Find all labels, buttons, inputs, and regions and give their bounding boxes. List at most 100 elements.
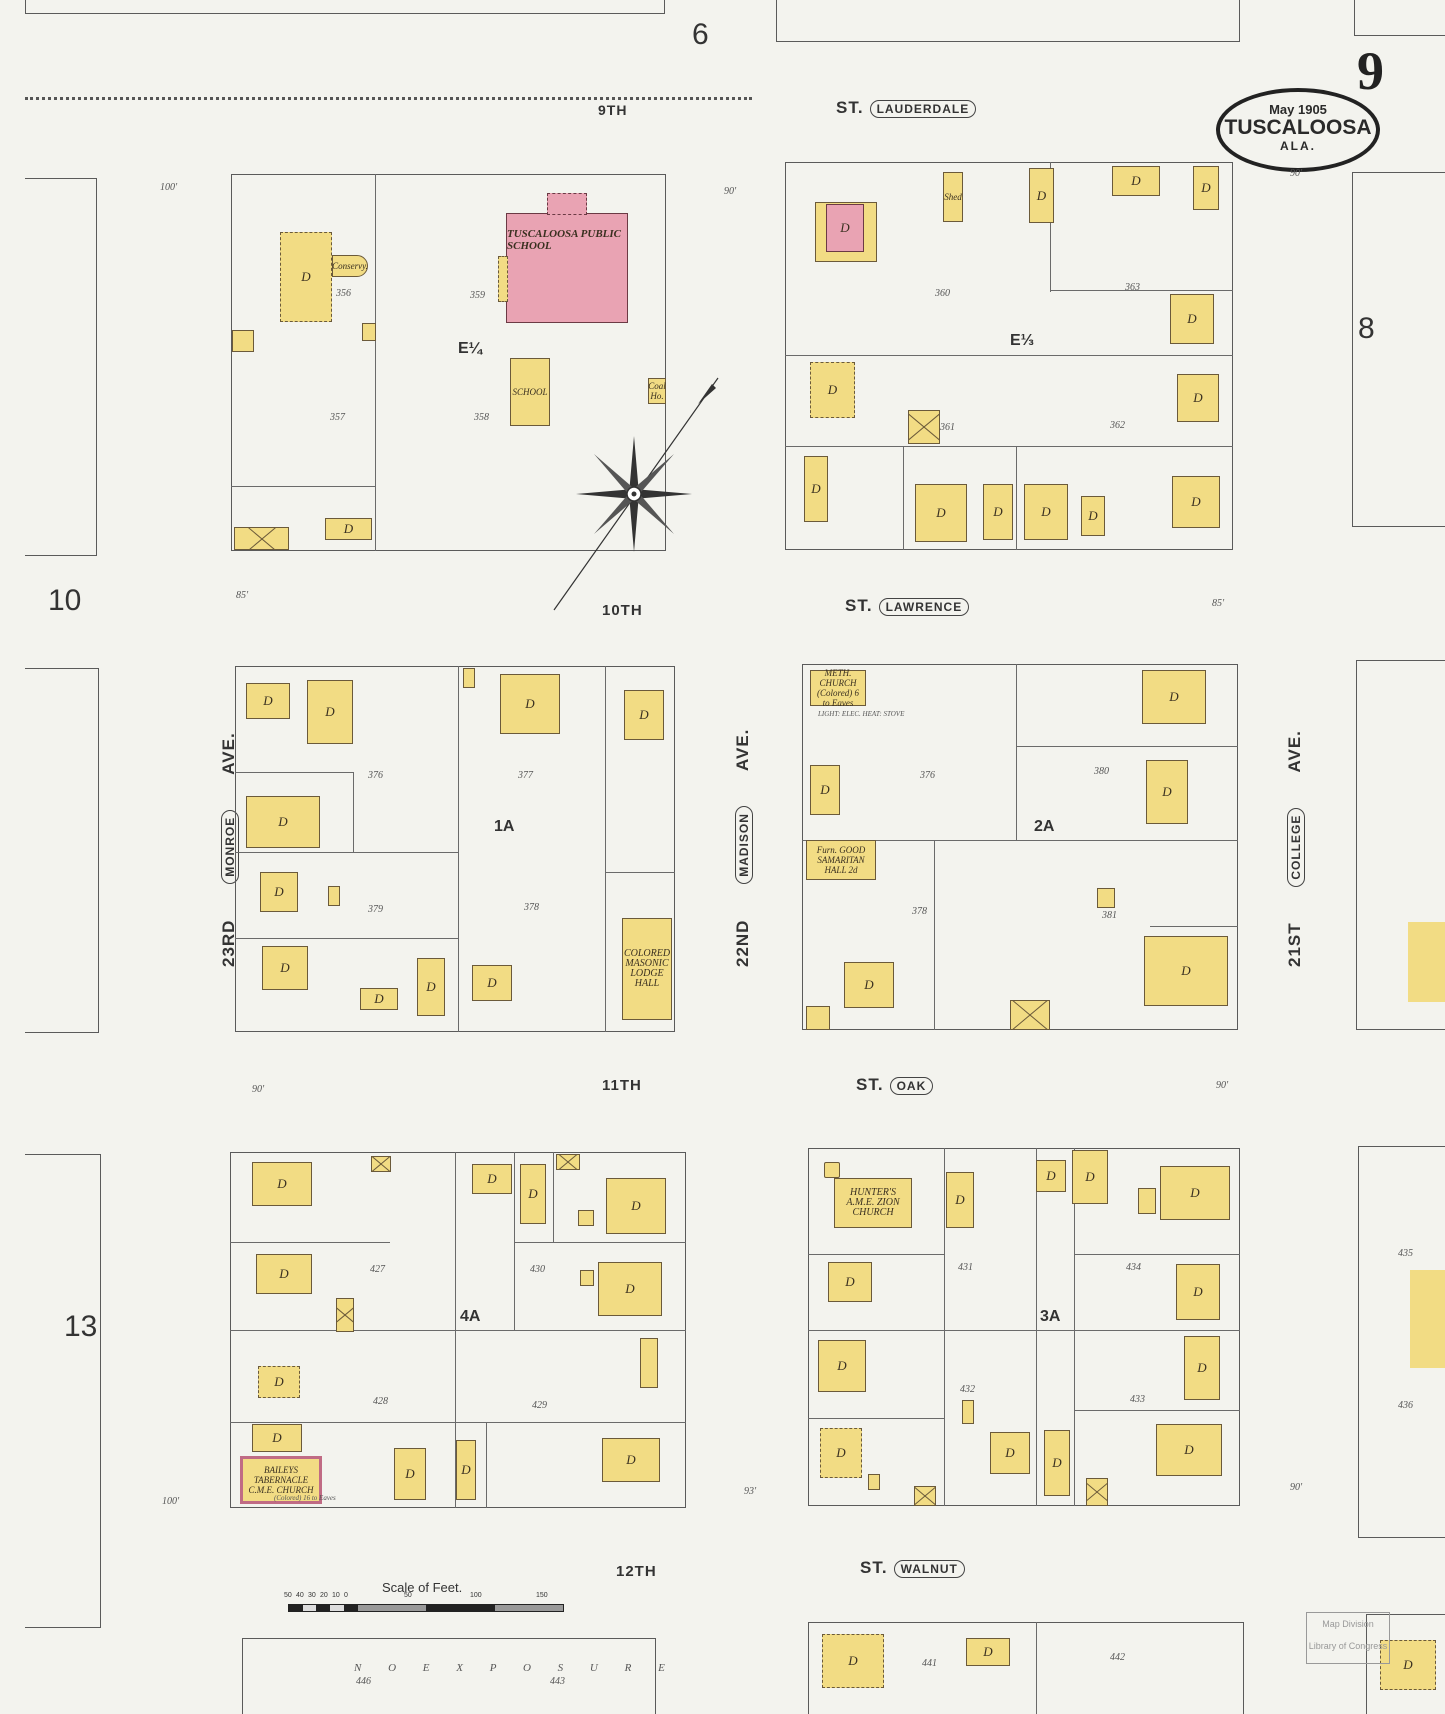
adjacent-sheet-right: 8	[1358, 312, 1375, 345]
street-type: ST.	[836, 98, 864, 117]
stable	[914, 1486, 936, 1506]
scale-bar	[288, 1604, 564, 1612]
lot-number: 430	[530, 1264, 545, 1275]
dwelling: D	[472, 1164, 512, 1194]
dwelling: D	[602, 1438, 660, 1482]
dwelling: D	[818, 1340, 866, 1392]
scale-tick: 20	[320, 1592, 328, 1599]
lot-divider	[230, 1422, 686, 1423]
scale-tick: 40	[296, 1592, 304, 1599]
outbuilding	[232, 330, 254, 352]
lot-divider	[235, 772, 353, 773]
adjacent-block-left-1	[25, 178, 97, 556]
lot-divider	[514, 1242, 686, 1243]
shed: Shed	[943, 172, 963, 222]
dwelling: D	[810, 362, 855, 418]
stable	[556, 1154, 580, 1170]
dwelling: D	[260, 872, 298, 912]
adjacent-block-left-2	[25, 668, 99, 1033]
elevation: 90'	[724, 186, 737, 197]
block-label-1a: 1A	[494, 818, 515, 835]
lot-divider	[785, 355, 1233, 356]
lot-number: 427	[370, 1264, 385, 1275]
lot-divider	[1036, 1622, 1037, 1714]
dwelling: D	[1170, 294, 1214, 344]
lot-divider	[1036, 1148, 1037, 1506]
lot-divider	[230, 1242, 390, 1243]
street-10th-label: ST.LAWRENCE	[845, 596, 970, 616]
dwelling: D	[822, 1634, 884, 1688]
dwelling: D	[915, 484, 967, 542]
street-11th-label: ST.OAK	[856, 1075, 934, 1095]
street-10th-number: 10TH	[602, 602, 643, 619]
scale-tick: 10	[332, 1592, 340, 1599]
bottom-block-far-right	[1366, 1614, 1445, 1714]
outbuilding	[328, 886, 340, 906]
lot-divider	[808, 1254, 944, 1255]
lot-number: 378	[524, 902, 539, 913]
lot-number: 443	[550, 1676, 565, 1687]
lot-divider	[808, 1418, 944, 1419]
good-samaritan-hall: Furn. GOOD SAMARITAN HALL 2d	[806, 840, 876, 880]
lot-number: 376	[368, 770, 383, 781]
elevation: 90'	[1290, 168, 1303, 179]
dwelling: D	[1024, 484, 1068, 540]
compass-rose-icon	[553, 377, 719, 611]
elevation: 85'	[236, 590, 249, 601]
street-10th-alt: LAWRENCE	[878, 597, 970, 616]
dwelling: D	[394, 1448, 426, 1500]
lot-divider	[1016, 746, 1238, 747]
elevation: 90'	[252, 1084, 265, 1095]
dwelling: D	[1156, 1424, 1222, 1476]
dwelling: D	[1029, 168, 1054, 223]
dwelling: D	[500, 674, 560, 734]
street-12th-label: ST.WALNUT	[860, 1558, 965, 1578]
dwelling: D	[1044, 1430, 1070, 1496]
conservatory: Conservy.	[332, 255, 368, 277]
dwelling-356: D	[280, 232, 332, 322]
lot-divider	[1074, 1254, 1240, 1255]
school-annex: SCHOOL	[510, 358, 550, 426]
lot-number: 446	[356, 1676, 371, 1687]
elevation: 90'	[1290, 1482, 1303, 1493]
street-12th-alt: WALNUT	[893, 1559, 965, 1578]
public-school-label: TUSCALOOSA PUBLIC SCHOOL	[507, 228, 621, 252]
lot-divider	[808, 1330, 1240, 1331]
avenue-22nd-alt: MADISON	[734, 806, 753, 884]
dwelling: D	[1160, 1166, 1230, 1220]
bottom-block-right	[808, 1622, 1244, 1714]
lot-number: 377	[518, 770, 533, 781]
avenue-22nd-label: 22ND MADISON AVE.	[733, 729, 753, 967]
lot-number: 442	[1110, 1652, 1125, 1663]
outbuilding	[1138, 1188, 1156, 1214]
stable	[1010, 1000, 1050, 1030]
street-11th-alt: OAK	[889, 1076, 934, 1095]
baileys-tabernacle-cme-church: BAILEYS TABERNACLE C.M.E. CHURCH	[240, 1456, 322, 1504]
outbuilding	[868, 1474, 880, 1490]
dwelling: D	[456, 1440, 476, 1500]
map-state: ALA.	[1280, 139, 1316, 153]
library-of-congress-stamp: Map Division Library of Congress	[1306, 1612, 1390, 1664]
dwelling: D	[820, 1428, 862, 1478]
elevation: 100'	[162, 1496, 180, 1507]
elevation: 90'	[1216, 1080, 1229, 1091]
block-3a	[808, 1148, 1240, 1506]
lot-number: 381	[1102, 910, 1117, 921]
scale-title: Scale of Feet.	[382, 1580, 463, 1595]
street-9th-alt: LAUDERDALE	[869, 99, 977, 118]
dwelling: D	[1081, 496, 1105, 536]
lot-number: 360	[935, 288, 950, 299]
dwelling-2224: D	[325, 518, 372, 540]
lot-number: 433	[1130, 1394, 1145, 1405]
dwelling: D	[624, 690, 664, 740]
avenue-21st-alt: COLLEGE	[1286, 807, 1305, 887]
avenue-type: AVE.	[1285, 730, 1304, 773]
lot-number: 431	[958, 1262, 973, 1273]
block-label-e14: E¼	[458, 340, 483, 357]
dwelling: D	[598, 1262, 662, 1316]
adjacent-block-right-1	[1352, 172, 1445, 527]
outbuilding	[463, 668, 475, 688]
scale-ticks: 50 40 30 20 10 0 50 100 150	[284, 1592, 574, 1599]
school-porch	[498, 256, 508, 302]
adjacent-block-top-far-right	[1354, 0, 1445, 36]
